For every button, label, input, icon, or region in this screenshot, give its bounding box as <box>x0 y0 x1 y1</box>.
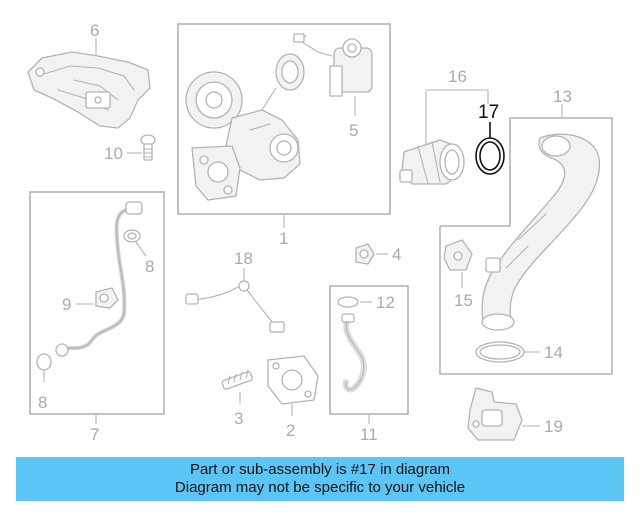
leader-8-upper <box>135 241 147 257</box>
callout-10[interactable]: 10 <box>104 144 123 163</box>
banner-line-1: Part or sub-assembly is #17 in diagram <box>189 461 451 478</box>
callout-1[interactable]: 1 <box>279 229 288 248</box>
part-18-sensor-line[interactable] <box>185 280 285 333</box>
group-box-13 <box>439 117 613 375</box>
callout-3[interactable]: 3 <box>234 409 243 428</box>
part-13-charge-pipe[interactable] <box>481 133 600 331</box>
part-16-intake-connector[interactable] <box>399 139 465 185</box>
banner-line-2: Diagram may not be specific to your vehi… <box>174 479 466 496</box>
part-8-washer-lower[interactable] <box>36 353 52 371</box>
callout-4[interactable]: 4 <box>392 245 401 264</box>
part-4-plug[interactable] <box>355 243 375 265</box>
callout-16[interactable]: 16 <box>448 67 467 86</box>
callout-17[interactable]: 17 <box>478 102 499 123</box>
callout-14[interactable]: 14 <box>544 343 563 362</box>
callout-2[interactable]: 2 <box>286 421 295 440</box>
part-6-heat-shield[interactable] <box>27 51 151 129</box>
part-1-turbocharger[interactable] <box>185 53 305 201</box>
part-3-stud[interactable] <box>221 369 253 390</box>
callout-11[interactable]: 11 <box>360 425 378 444</box>
part-5-actuator[interactable] <box>293 33 373 97</box>
info-banner: Part or sub-assembly is #17 in diagram D… <box>16 457 624 501</box>
part-2-gasket[interactable] <box>267 355 319 405</box>
part-7-oil-line[interactable] <box>55 201 143 357</box>
callout-18[interactable]: 18 <box>234 249 253 268</box>
part-19-bracket[interactable] <box>467 387 523 441</box>
callout-6[interactable]: 6 <box>90 21 99 40</box>
part-10-bolt[interactable] <box>140 134 156 161</box>
part-8-washer-upper[interactable] <box>123 229 141 243</box>
group-box-7 <box>29 191 165 415</box>
callout-7[interactable]: 7 <box>90 425 99 444</box>
leader-16 <box>425 89 489 148</box>
part-17-seal-highlighted[interactable] <box>475 137 505 175</box>
part-12-o-ring[interactable] <box>337 296 359 308</box>
callout-19[interactable]: 19 <box>544 417 563 436</box>
part-15-sensor[interactable] <box>443 239 473 271</box>
callout-9[interactable]: 9 <box>62 295 71 314</box>
callout-8-upper[interactable]: 8 <box>145 257 154 276</box>
callout-12[interactable]: 12 <box>376 293 395 312</box>
callout-5[interactable]: 5 <box>349 121 358 140</box>
callout-13[interactable]: 13 <box>553 87 572 106</box>
callout-15[interactable]: 15 <box>454 291 473 310</box>
part-11-return-line[interactable] <box>341 313 367 393</box>
callout-8-lower[interactable]: 8 <box>38 393 47 412</box>
part-14-o-ring[interactable] <box>475 341 525 363</box>
part-9-banjo-fitting[interactable] <box>95 287 119 309</box>
